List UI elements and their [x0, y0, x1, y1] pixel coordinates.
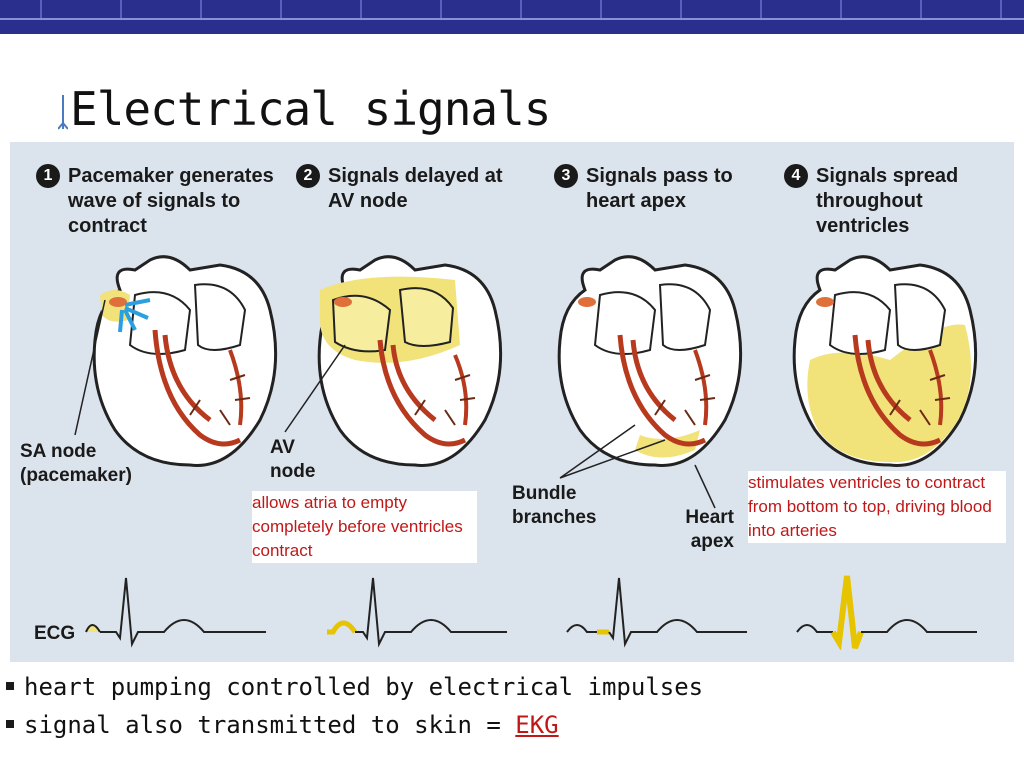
- title-bullet-icon: [58, 95, 68, 130]
- slide-title: Electrical signals: [70, 82, 551, 136]
- heart-illustration-1: [92, 255, 278, 467]
- bullet-item-1: heart pumping controlled by electrical i…: [0, 668, 703, 706]
- bundle-branches-label: Bundle branches: [512, 483, 597, 528]
- heart-illustration-3: [557, 255, 743, 467]
- av-delay-note: allows atria to empty completely before …: [252, 491, 477, 563]
- heart-illustration-4: [792, 255, 978, 467]
- sa-node-label: SA node (pacemaker): [20, 441, 132, 486]
- ecg-trace-3: [566, 577, 747, 648]
- ecg-trace-4: [796, 575, 977, 650]
- ventricle-note: stimulates ventricles to contract from b…: [748, 471, 1006, 543]
- bullet-list: heart pumping controlled by electrical i…: [0, 668, 703, 744]
- heart-apex-label: Heart apex: [685, 507, 734, 552]
- bullet-item-2: signal also transmitted to skin = EKG: [0, 706, 703, 744]
- av-node-label: AV node: [270, 437, 316, 482]
- slide-header-bar: [0, 0, 1024, 34]
- heart-illustration-2: [317, 255, 503, 467]
- ecg-trace-2: [327, 577, 507, 648]
- ekg-term: EKG: [515, 711, 559, 739]
- ecg-trace-1: [85, 577, 266, 648]
- ecg-label: ECG: [34, 623, 76, 644]
